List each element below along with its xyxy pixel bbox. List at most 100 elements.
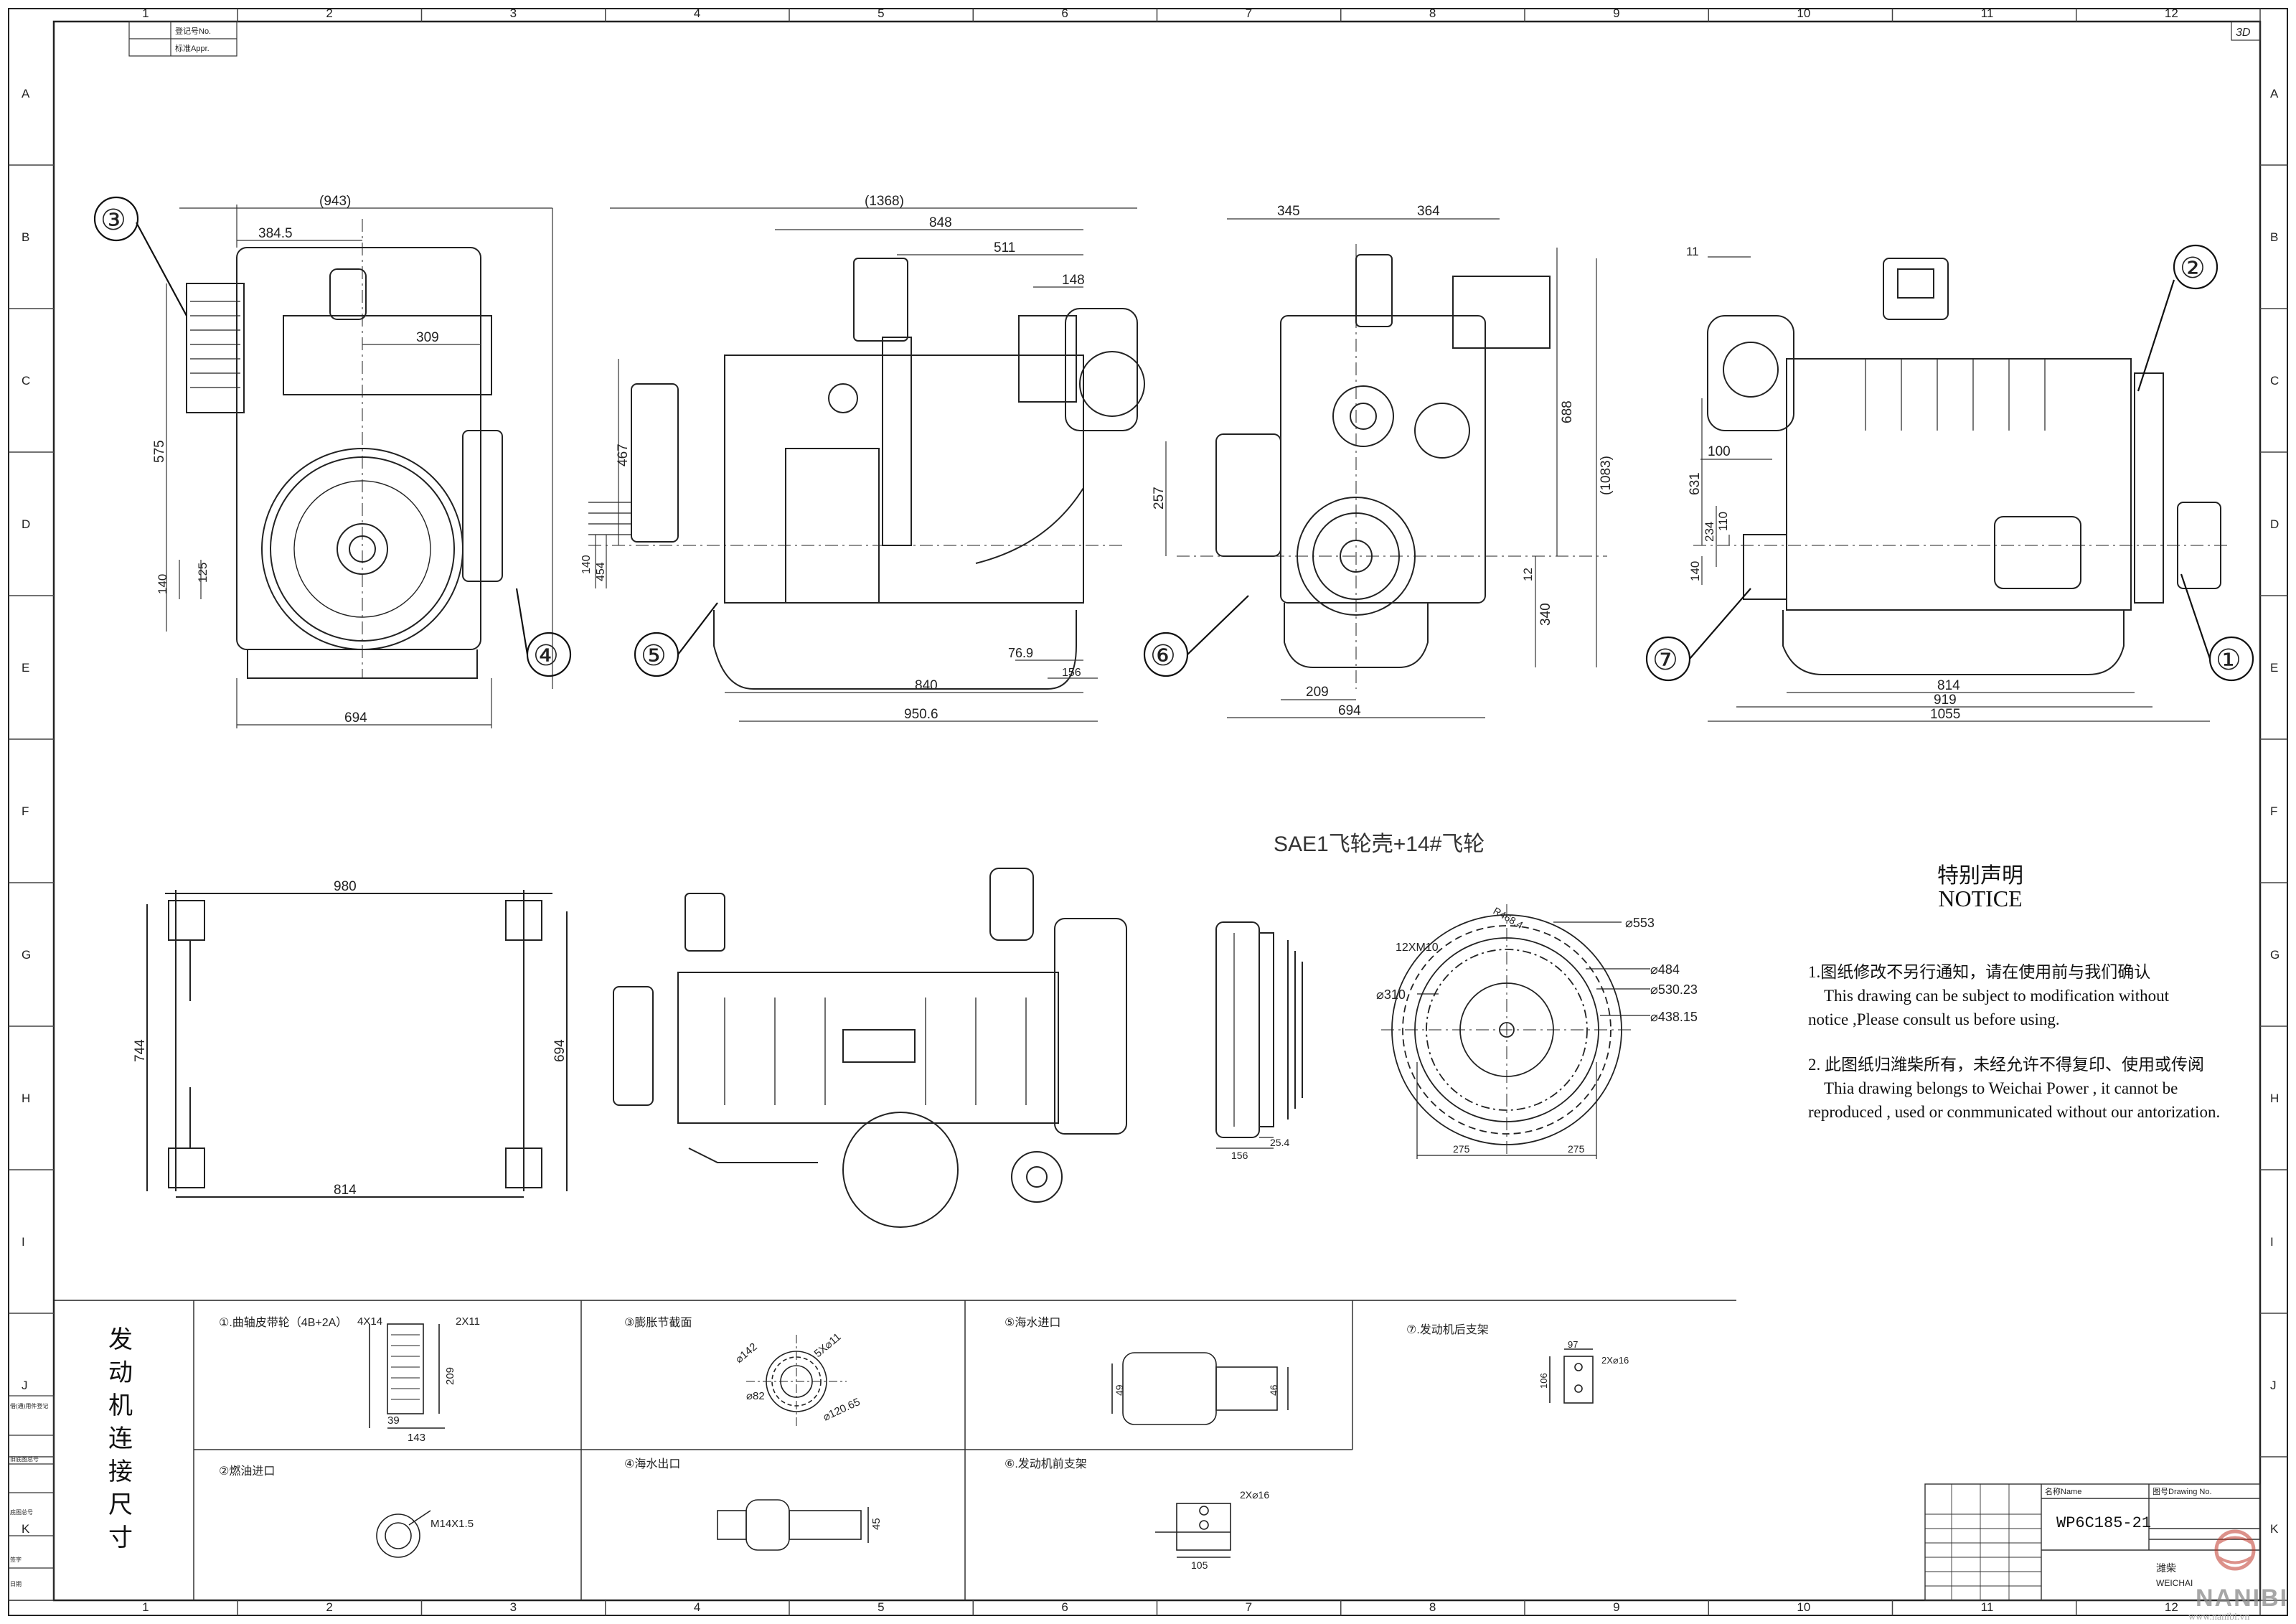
grid-col-label: 8 [1429, 1600, 1436, 1614]
grid-col-label: 11 [1981, 6, 1994, 20]
grid-row-label: G [2270, 948, 2279, 962]
rear-dims [1165, 218, 1597, 718]
detail-6-label: ⑥.发动机前支架 [1004, 1458, 1087, 1470]
title-company-en: WEICHAI [2156, 1578, 2193, 1588]
detail-seawater-inlet [1111, 1352, 1289, 1425]
dim-front-140: 140 [156, 574, 169, 594]
detail-5-dim-a: 49 [1114, 1384, 1125, 1396]
detail-3-dim-b: ⌀82 [746, 1390, 765, 1402]
grid-col-label: 9 [1613, 1600, 1619, 1614]
grid-col-label: 1 [142, 1600, 149, 1614]
corner-tag: 3D [2236, 27, 2251, 39]
detail-7-label: ⑦.发动机后支架 [1406, 1323, 1489, 1336]
detail-5-dim-b: 46 [1268, 1384, 1279, 1396]
callout-3: ③ [100, 205, 126, 236]
left-strip-4: 签字 [10, 1556, 22, 1563]
left-strip-2: 旧底图总号 [10, 1455, 39, 1463]
dim-side-148: 148 [1062, 273, 1085, 288]
detail-1-dim-d: 39 [387, 1414, 400, 1427]
dim-rear-688: 688 [1560, 400, 1575, 423]
dim-side-76: 76.9 [1008, 646, 1033, 660]
dim-front-694: 694 [344, 710, 367, 726]
detail-4-dim: 45 [870, 1518, 883, 1530]
left-revision-strip [8, 1395, 55, 1601]
detail-7-dim-b: 2X⌀16 [1601, 1355, 1629, 1366]
grid-col-label: 3 [510, 1600, 517, 1614]
detail-6-dim-b: 105 [1191, 1559, 1208, 1571]
grid-col-label: 7 [1246, 1600, 1252, 1614]
dim-side-840: 840 [915, 678, 938, 693]
grid-row-label: D [22, 517, 30, 531]
left-strip-1: 借(通)用件登记 [10, 1402, 48, 1409]
detail-pulley [369, 1323, 445, 1429]
grid-row-label: B [22, 230, 29, 244]
grid-col-label: 9 [1613, 6, 1619, 20]
front-view [186, 219, 503, 679]
detail-2-dim: M14X1.5 [430, 1518, 474, 1530]
flywheel-section [1215, 921, 1303, 1149]
detail-seawater-outlet [717, 1499, 869, 1551]
detail-2-label: ②燃油进口 [219, 1465, 275, 1478]
grid-col-label: 7 [1246, 6, 1252, 20]
grid-col-label: 5 [878, 6, 884, 20]
dim-right-11: 11 [1686, 245, 1699, 258]
grid-col-label: 6 [1061, 1600, 1068, 1614]
dim-fw-438: ⌀438.15 [1650, 1010, 1698, 1024]
dim-side-1368: (1368) [865, 194, 904, 209]
dim-fw-275a: 275 [1453, 1143, 1470, 1155]
dim-rear-257: 257 [1152, 487, 1167, 510]
title-company: 潍柴 [2156, 1562, 2176, 1574]
dim-right-110: 110 [1716, 512, 1730, 531]
dim-right-631: 631 [1688, 472, 1703, 495]
detail-3-label: ③膨胀节截面 [624, 1316, 692, 1329]
grid-col-label: 1 [142, 6, 149, 20]
grid-row-label: F [2270, 804, 2277, 818]
detail-7-dim-c: 106 [1538, 1373, 1549, 1389]
grid-col-label: 10 [1797, 6, 1810, 20]
title-name-hdr: 名称Name [2045, 1486, 2081, 1496]
grid-col-label: 4 [694, 1600, 700, 1614]
detail-fuel-inlet [376, 1510, 431, 1558]
detail-7-dim-a: 97 [1568, 1339, 1578, 1350]
grid-row-label: H [2270, 1092, 2279, 1105]
watermark-logo-icon [2214, 1529, 2256, 1571]
callout-1: ① [2216, 644, 2241, 676]
dim-side-467: 467 [616, 443, 631, 466]
dim-plan-814: 814 [334, 1183, 357, 1198]
rear-view [1177, 244, 1607, 689]
grid-col-label: 11 [1981, 1600, 1994, 1614]
detail-1-label: ①.曲轴皮带轮（4B+2A） [219, 1316, 347, 1329]
front-dims [166, 205, 553, 728]
grid-row-label: I [2270, 1235, 2274, 1249]
grid-row-label: J [2270, 1379, 2277, 1392]
flywheel-face-view [1381, 904, 1650, 1159]
detail-1-dim-c: 209 [444, 1367, 456, 1385]
detail-front-bracket [1155, 1503, 1231, 1558]
right-view [1693, 258, 2231, 675]
dim-front-125: 125 [196, 563, 210, 583]
grid-col-label: 10 [1797, 1600, 1810, 1614]
connection-detail-grid [193, 1300, 1353, 1600]
grid-row-label: G [22, 948, 31, 962]
dim-rear-345: 345 [1277, 204, 1300, 219]
grid-col-label: 2 [326, 1600, 332, 1614]
dim-right-234: 234 [1703, 522, 1716, 542]
grid-col-label: 4 [694, 6, 700, 20]
detail-5-label: ⑤海水进口 [1004, 1316, 1060, 1329]
callout-5: ⑤ [641, 640, 667, 672]
detail-rear-bracket [1549, 1348, 1594, 1404]
detail-3-dim-a: ⌀142 [733, 1341, 760, 1366]
dim-plan-980: 980 [334, 879, 357, 894]
grid-row-label: E [2270, 661, 2278, 675]
dim-front-384: 384.5 [258, 226, 293, 241]
grid-row-label: J [22, 1379, 28, 1392]
dim-side-140: 140 [580, 555, 593, 574]
grid-row-label: K [22, 1522, 30, 1536]
dim-side-454: 454 [595, 562, 607, 581]
grid-row-label: F [22, 804, 29, 818]
callout-4: ④ [533, 640, 559, 672]
detail-4-label: ④海水出口 [624, 1458, 680, 1470]
dim-fw-553: ⌀553 [1625, 916, 1655, 930]
dim-rear-340: 340 [1538, 603, 1553, 626]
